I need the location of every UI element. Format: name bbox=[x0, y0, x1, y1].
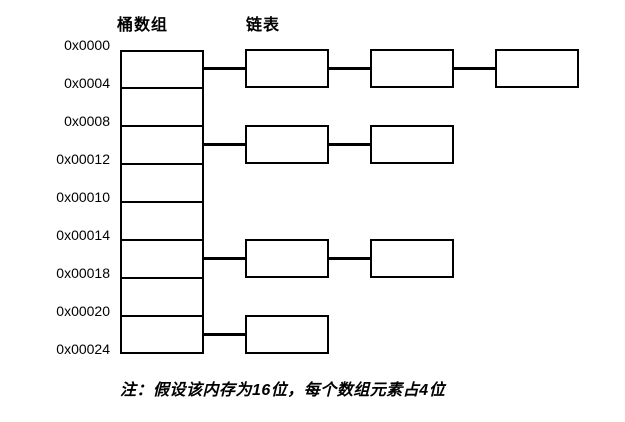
bucket-cell-divider bbox=[121, 315, 203, 317]
pointer-line bbox=[202, 333, 247, 336]
address-label: 0x00012 bbox=[56, 151, 110, 167]
note-text: 注：假设该内存为16位，每个数组元素占4位 bbox=[120, 382, 446, 399]
bucket-cell-divider bbox=[121, 201, 203, 203]
bucket-cell-divider bbox=[121, 87, 203, 89]
list-node bbox=[370, 49, 454, 88]
pointer-line bbox=[327, 67, 372, 70]
pointer-line bbox=[327, 257, 372, 260]
bucket-array-label: 桶数组 bbox=[117, 17, 169, 34]
list-node bbox=[245, 49, 329, 88]
address-label: 0x00020 bbox=[56, 303, 110, 319]
pointer-line bbox=[202, 67, 247, 70]
linked-list-label: 链表 bbox=[246, 17, 281, 34]
address-label: 0x0000 bbox=[64, 37, 110, 53]
pointer-line bbox=[327, 143, 372, 146]
address-label: 0x00024 bbox=[56, 341, 110, 357]
address-label: 0x0004 bbox=[64, 75, 110, 91]
list-node bbox=[245, 315, 329, 354]
address-label: 0x00014 bbox=[56, 227, 110, 243]
bucket-cell-divider bbox=[121, 239, 203, 241]
address-label: 0x00018 bbox=[56, 265, 110, 281]
address-label: 0x0008 bbox=[64, 113, 110, 129]
pointer-line bbox=[452, 67, 497, 70]
bucket-cell-divider bbox=[121, 125, 203, 127]
bucket-cell-divider bbox=[121, 163, 203, 165]
pointer-line bbox=[202, 143, 247, 146]
list-node bbox=[245, 239, 329, 278]
list-node bbox=[245, 125, 329, 164]
pointer-line bbox=[202, 257, 247, 260]
bucket-cell-divider bbox=[121, 277, 203, 279]
list-node bbox=[370, 125, 454, 164]
list-node bbox=[370, 239, 454, 278]
list-node bbox=[495, 49, 579, 88]
address-label: 0x00010 bbox=[56, 189, 110, 205]
